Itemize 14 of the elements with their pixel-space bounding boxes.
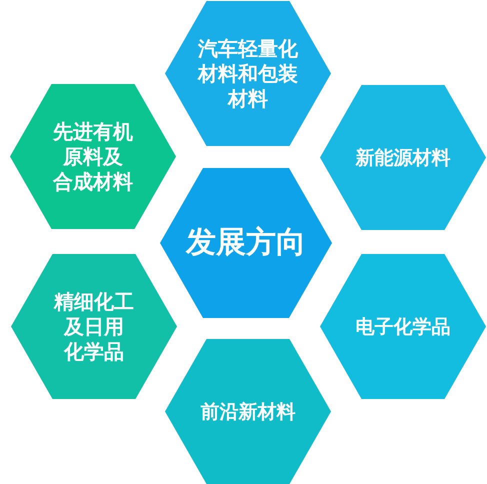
tile-label: 前沿新材料 <box>200 400 296 424</box>
hub-label: 发展方向 <box>186 224 306 262</box>
tile-label: 精细化工及日用化学品 <box>54 289 134 364</box>
central-hexagon <box>160 168 332 318</box>
hexagon-tile <box>11 254 177 399</box>
tile-label: 电子化学品 <box>356 314 450 338</box>
hexagon-tile <box>320 85 486 230</box>
tile-label: 汽车轻量化材料和包装材料 <box>198 36 298 111</box>
hexagon-tile <box>10 84 176 229</box>
tile-label: 新能源材料 <box>356 146 450 170</box>
hexagon-tile <box>320 254 486 399</box>
hexagon-tile <box>165 1 331 146</box>
tile-label: 先进有机原料及合成材料 <box>53 119 133 194</box>
hexagon-tile <box>165 339 331 484</box>
